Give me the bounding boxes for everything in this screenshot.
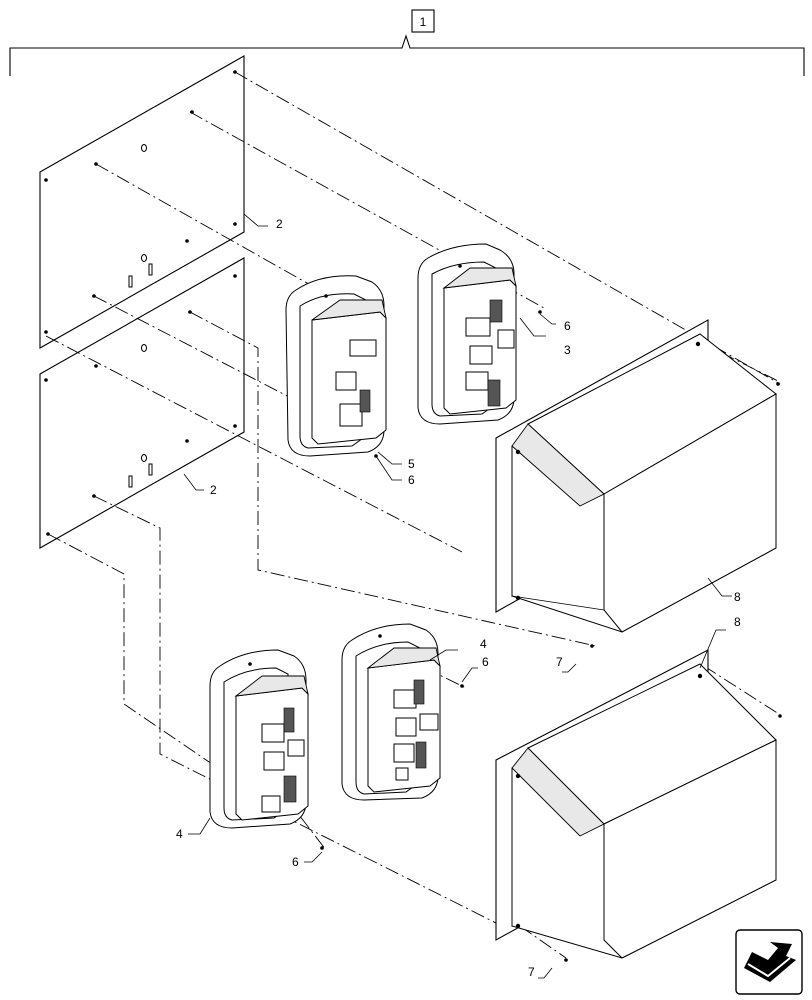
housing-8-upper <box>495 319 780 673</box>
callout-7-b: 7 <box>528 965 535 979</box>
callout-labels: 2 2 3 6 5 6 4 6 4 6 8 8 7 7 <box>176 217 741 979</box>
callout-2-upper: 2 <box>276 217 283 231</box>
callout-8-a: 8 <box>734 590 741 604</box>
callout-6-a: 6 <box>564 319 571 333</box>
callout-2-lower: 2 <box>210 483 217 497</box>
housing-8-lower <box>495 629 782 979</box>
control-module-4-right <box>341 623 478 801</box>
control-module-5 <box>285 275 387 458</box>
callout-3: 3 <box>564 343 571 357</box>
callout-6-c: 6 <box>482 655 489 669</box>
callout-1: 1 <box>420 15 427 29</box>
control-module-4-left <box>188 649 324 863</box>
callout-7-a: 7 <box>556 655 563 669</box>
callout-4-a: 4 <box>176 827 183 841</box>
callout-4-b: 4 <box>480 637 487 651</box>
callout-8-b: 8 <box>734 615 741 629</box>
return-arrow-icon[interactable] <box>735 929 803 995</box>
callout-5: 5 <box>408 457 415 471</box>
callout-6-b: 6 <box>408 473 415 487</box>
assembly-bracket: 1 <box>9 9 805 76</box>
callout-6-d: 6 <box>292 855 299 869</box>
callout-leaders <box>375 451 402 481</box>
mounting-plate-lower <box>39 257 245 549</box>
control-module-3 <box>417 243 556 425</box>
